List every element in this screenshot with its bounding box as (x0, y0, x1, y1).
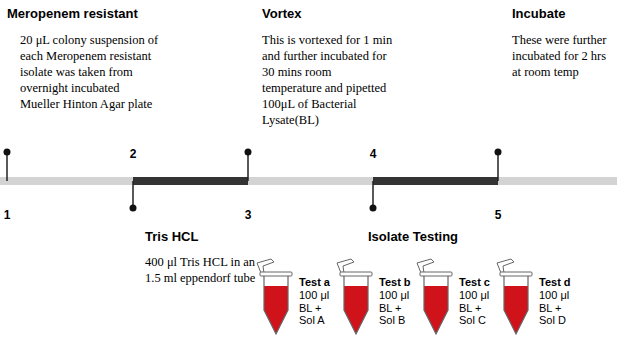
test-tube: Test c100 μl BL + Sol C (415, 258, 497, 337)
tube-liquid (424, 286, 448, 334)
test-heading: Test d (539, 276, 575, 289)
tube-rim (420, 272, 452, 276)
pin-stem (247, 152, 249, 181)
test-contents: 100 μl BL + Sol C (459, 289, 495, 327)
tube-cap (257, 259, 274, 273)
tube-cap (417, 259, 434, 273)
step-heading: Incubate (512, 6, 565, 22)
tube-rim (260, 272, 292, 276)
tube-illustration (255, 258, 297, 337)
step-number: 5 (492, 208, 504, 222)
tube-rim (340, 272, 372, 276)
timeline-dots (4, 149, 502, 212)
test-contents: 100 μl BL + Sol B (379, 289, 415, 327)
test-heading: Test b (379, 276, 415, 289)
tube-cap (337, 259, 354, 273)
test-heading: Test a (299, 276, 335, 289)
test-heading: Test c (459, 276, 495, 289)
step-body: 400 μl Tris HCL in an 1.5 ml eppendorf t… (145, 254, 257, 286)
step-number: 3 (242, 208, 254, 222)
pin-dot (130, 205, 137, 212)
tube-text: Test b100 μl BL + Sol B (379, 276, 415, 327)
test-tube: Test b100 μl BL + Sol B (335, 258, 417, 337)
step-heading: Meropenem resistant (7, 6, 138, 22)
test-contents: 100 μl BL + Sol D (539, 289, 575, 327)
step-body: These were further incubated for 2 hrs a… (512, 32, 612, 80)
tube-text: Test c100 μl BL + Sol C (459, 276, 495, 327)
test-contents: 100 μl BL + Sol A (299, 289, 335, 327)
tube-liquid (264, 286, 288, 334)
tube-body (264, 276, 288, 334)
tube-illustration (495, 258, 537, 337)
tube-rim (500, 272, 532, 276)
timeline-pins (7, 152, 498, 208)
pin-stem (497, 152, 499, 181)
tube-text: Test a100 μl BL + Sol A (299, 276, 335, 327)
timeline-segment (133, 177, 248, 185)
pin-dot (370, 205, 377, 212)
tube-liquid (344, 286, 368, 334)
tube-liquid (504, 286, 528, 334)
test-tube: Test a100 μl BL + Sol A (255, 258, 337, 337)
step-number: 1 (1, 208, 13, 222)
step-body: This is vortexed for 1 min and further i… (262, 32, 394, 128)
step-heading: Tris HCL (145, 229, 198, 245)
tube-illustration (335, 258, 377, 337)
step-heading: Vortex (262, 6, 302, 22)
tube-body (424, 276, 448, 334)
section-heading: Isolate Testing (368, 229, 458, 245)
timeline-segment (373, 177, 498, 185)
pin-dot (245, 149, 252, 156)
pin-stem (132, 181, 134, 208)
step-body: 20 μL colony suspension of each Meropene… (20, 32, 160, 112)
tube-text: Test d100 μl BL + Sol D (539, 276, 575, 327)
pin-dot (4, 149, 11, 156)
tube-cap (497, 259, 514, 273)
tube-illustration (415, 258, 457, 337)
step-number: 2 (127, 147, 139, 161)
tube-body (344, 276, 368, 334)
timeline-bar (0, 177, 617, 185)
pin-dot (495, 149, 502, 156)
pin-stem (372, 181, 374, 208)
tube-body (504, 276, 528, 334)
step-number: 4 (367, 147, 379, 161)
test-tube: Test d100 μl BL + Sol D (495, 258, 577, 337)
pin-stem (6, 152, 8, 181)
